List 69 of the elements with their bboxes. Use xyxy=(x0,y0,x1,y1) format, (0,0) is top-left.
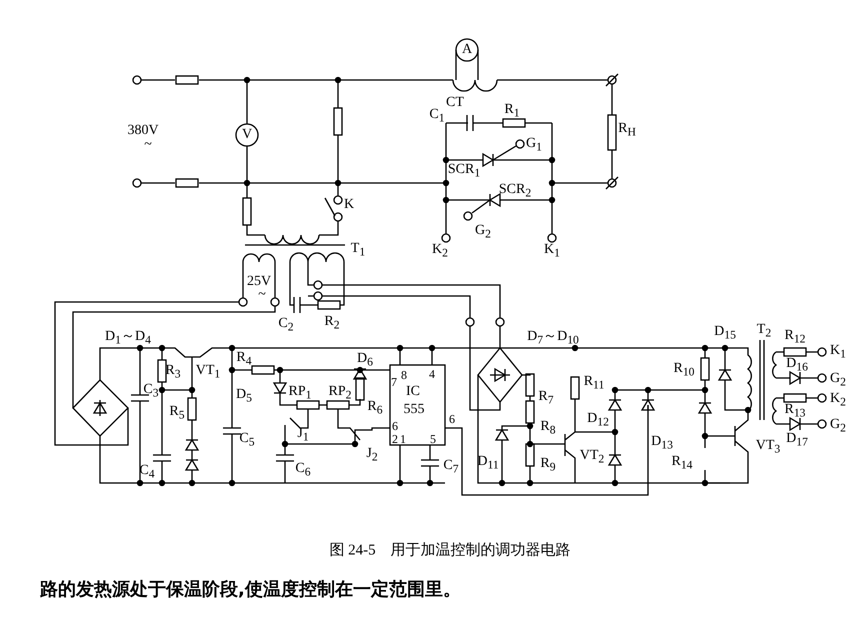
component-label: R$_{12}$ xyxy=(784,328,806,346)
pin-number: 5 xyxy=(430,433,436,445)
meter-symbol-letter: A xyxy=(462,43,472,57)
component-label: R$_{3}$ xyxy=(165,364,181,380)
component-label: D$_{11}$ xyxy=(477,454,499,472)
component-label: G$_{2}$ xyxy=(830,418,846,434)
component-label: G$_{2}$ xyxy=(475,224,491,240)
component-label: D$_{13}$ xyxy=(651,434,673,452)
component-label: K$_{1}$ xyxy=(544,242,560,260)
component-label: G$_{2}$ xyxy=(830,372,846,388)
component-label: D$_{1}$～D$_{4}$ xyxy=(105,330,151,346)
component-label: C$_{3}$ xyxy=(143,382,159,400)
component-label: CT xyxy=(446,96,464,110)
component-label: D$_{16}$ xyxy=(786,356,808,374)
component-label: D$_{15}$ xyxy=(714,324,736,342)
component-label: K$_{2}$ xyxy=(432,242,448,260)
component-label: R$_{10}$ xyxy=(674,362,694,378)
component-label: J$_{2}$ xyxy=(366,446,378,464)
pin-number: 4 xyxy=(429,368,435,380)
component-label: T$_{1}$ xyxy=(350,242,366,258)
component-label: R$_{5}$ xyxy=(169,404,185,422)
component-label: R$_{8}$ xyxy=(540,420,556,436)
pin-number: 8 xyxy=(401,369,407,381)
component-label: R$_{11}$ xyxy=(584,374,604,392)
meter-symbol-letter: V xyxy=(242,128,252,142)
component-label: VT$_{1}$ xyxy=(196,364,220,380)
component-label: VT$_{2}$ xyxy=(580,448,604,466)
component-label: C$_{6}$ xyxy=(295,462,311,478)
pin-number: 7 xyxy=(391,376,397,388)
component-label: K$_{1}$ xyxy=(830,344,846,360)
component-label: SCR$_{1}$ xyxy=(448,162,480,180)
figure-caption: 图 24-5 用于加温控制的调功器电路 xyxy=(329,541,571,560)
component-label: VT$_{3}$ xyxy=(756,438,780,456)
component-label: R$_{2}$ xyxy=(324,314,340,332)
component-label: D$_{6}$ xyxy=(357,352,373,368)
voltage-label: 25V xyxy=(246,275,272,289)
component-label: C$_{7}$ xyxy=(443,458,459,476)
voltage-label: ~ xyxy=(144,138,152,152)
component-label: R$_{7}$ xyxy=(538,390,554,406)
component-label: K$_{2}$ xyxy=(830,392,846,408)
pin-number: 2 xyxy=(392,433,398,445)
component-label: D$_{12}$ xyxy=(587,412,609,428)
component-label: IC xyxy=(406,385,420,399)
component-label: 555 xyxy=(404,403,424,417)
component-label: D$_{5}$ xyxy=(236,388,252,404)
component-label: R$_{13}$ xyxy=(784,402,806,420)
body-text: 路的发热源处于保温阶段,使温度控制在一定范围里。 xyxy=(40,578,461,601)
component-label: R$_{14}$ xyxy=(672,454,692,472)
component-label: R$_{6}$ xyxy=(367,400,383,416)
component-label: T$_{2}$ xyxy=(756,322,772,340)
component-label: R$_{9}$ xyxy=(540,456,556,474)
component-label: C$_{1}$ xyxy=(429,108,445,124)
voltage-label: ~ xyxy=(258,288,266,302)
pin-number: 1 xyxy=(400,433,406,445)
component-label: C$_{5}$ xyxy=(239,432,255,448)
component-label: R$_{1}$ xyxy=(504,102,520,120)
component-label: G$_{1}$ xyxy=(526,136,542,154)
voltage-label: 380V xyxy=(127,124,159,138)
component-label: C$_{2}$ xyxy=(278,316,294,334)
component-label: D$_{17}$ xyxy=(786,432,808,448)
component-label: RP$_{2}$ xyxy=(328,384,352,402)
component-label: R$_{4}$ xyxy=(236,350,252,368)
pin-number: 6 xyxy=(449,413,455,425)
component-label: SCR$_{2}$ xyxy=(498,182,532,200)
component-label: RP$_{1}$ xyxy=(288,384,312,402)
component-label: D$_{7}$～D$_{10}$ xyxy=(527,330,579,346)
component-label: K xyxy=(344,198,354,212)
pin-number: 6 xyxy=(392,420,398,432)
component-label: R$_{H}$ xyxy=(618,122,636,138)
